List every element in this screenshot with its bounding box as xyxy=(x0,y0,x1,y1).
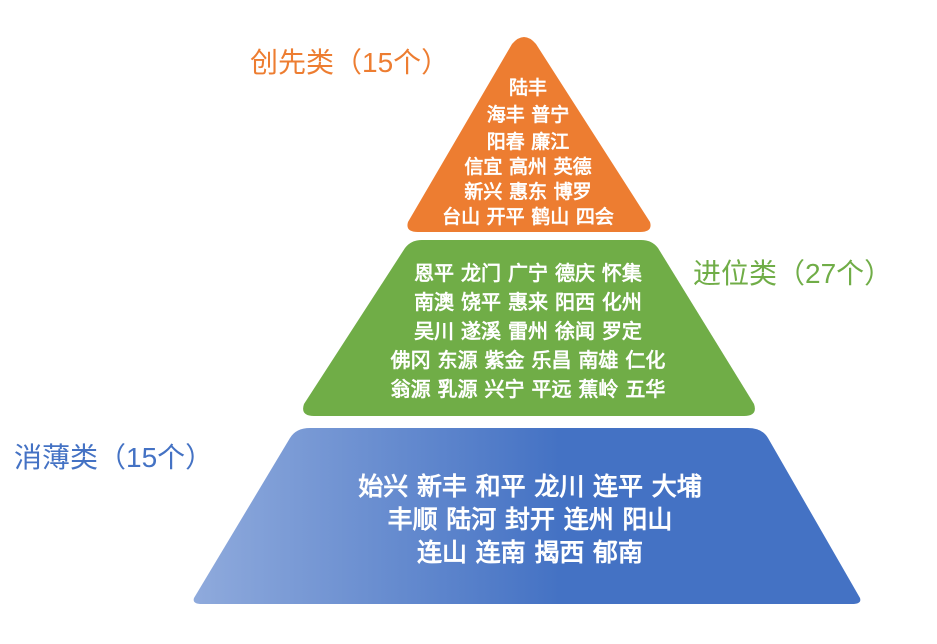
top-tier-line: 陆丰 xyxy=(509,76,547,99)
top-tier-line: 海丰 普宁 xyxy=(487,103,570,126)
tier-label-top: 创先类（15个） xyxy=(250,47,449,78)
top-tier-line: 信宜 高州 英德 xyxy=(464,155,591,178)
tier-label-bottom: 消薄类（15个） xyxy=(14,442,213,473)
pyramid-top-tier xyxy=(407,37,651,232)
bottom-tier-line: 连山 连南 揭西 郁南 xyxy=(417,538,643,567)
middle-tier-line: 佛冈 东源 紫金 乐昌 南雄 仁化 xyxy=(390,348,666,372)
bottom-tier-line: 丰顺 陆河 封开 连州 阳山 xyxy=(388,505,673,534)
middle-tier-line: 翁源 乳源 兴宁 平远 蕉岭 五华 xyxy=(391,377,666,401)
bottom-tier-counties: 始兴 新丰 和平 龙川 连平 大埔 丰顺 陆河 封开 连州 阳山 连山 连南 揭… xyxy=(358,472,702,567)
pyramid-middle-tier xyxy=(303,240,755,416)
top-tier-line: 台山 开平 鹤山 四会 xyxy=(442,205,614,228)
top-tier-line: 新兴 惠东 博罗 xyxy=(464,180,591,203)
bottom-tier-line: 始兴 新丰 和平 龙川 连平 大埔 xyxy=(358,472,702,501)
middle-tier-counties: 恩平 龙门 广宁 德庆 怀集 南澳 饶平 惠来 阳西 化州 吴川 遂溪 雷州 徐… xyxy=(390,261,666,401)
top-tier-line: 阳春 廉江 xyxy=(487,130,570,153)
middle-tier-line: 恩平 龙门 广宁 德庆 怀集 xyxy=(414,261,643,285)
middle-tier-line: 南澳 饶平 惠来 阳西 化州 xyxy=(414,290,642,314)
middle-tier-line: 吴川 遂溪 雷州 徐闻 罗定 xyxy=(414,319,642,343)
tier-label-middle: 进位类（27个） xyxy=(693,258,892,289)
top-tier-counties: 陆丰 海丰 普宁 阳春 廉江 信宜 高州 英德 新兴 惠东 博罗 台山 开平 鹤… xyxy=(442,76,614,228)
pyramid-bottom-tier xyxy=(193,428,861,604)
